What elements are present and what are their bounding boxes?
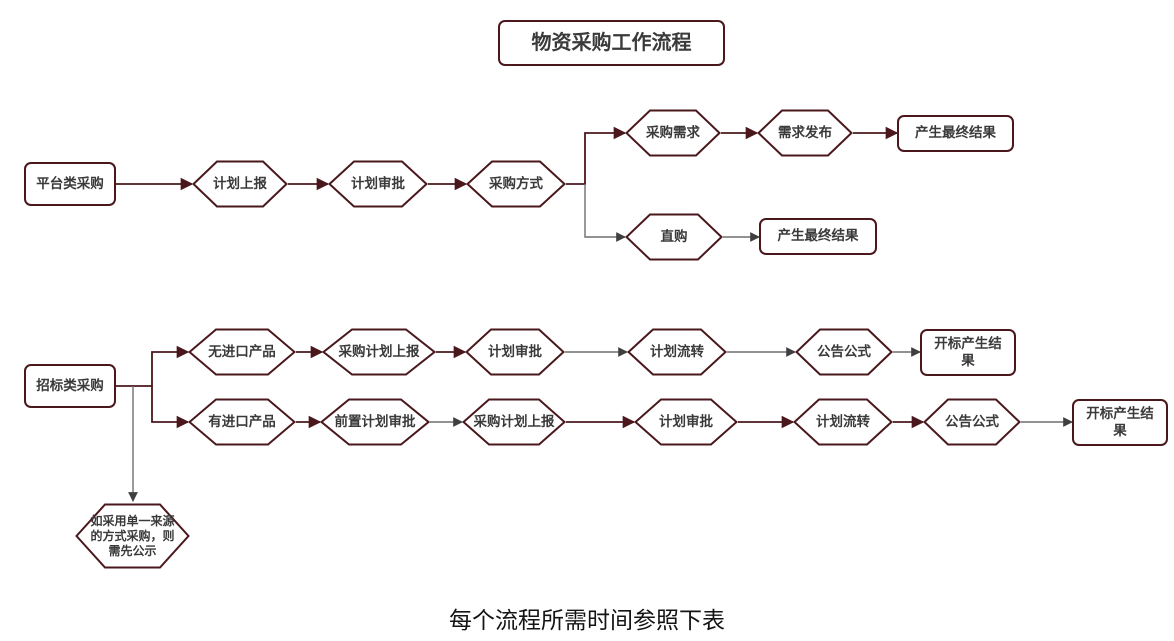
hexagon-shape [192,160,288,208]
node-label: 开标产生结 果 [934,335,1002,368]
node-final2: 产生最终结果 [759,218,877,255]
edge-method-to-demand [566,126,627,185]
node-procplan1: 采购计划上报 [322,328,436,376]
hexagon-shape [75,503,190,569]
node-label: 直购 [660,228,688,244]
node-label: 无进口产品 [208,343,276,359]
hexagon-shape [322,328,436,376]
node-platform: 平台类采购 [24,162,116,206]
node-label: 采购方式 [489,175,543,191]
hexagon-shape [188,398,296,446]
node-plan-approve: 计划审批 [328,160,428,208]
hexagon-shape [634,398,738,446]
node-notice2: 公告公式 [923,398,1021,446]
node-label: 公告公式 [945,413,999,429]
node-flow2: 计划流转 [793,398,893,446]
edge-method-to-direct [584,184,626,242]
node-demand: 采购需求 [625,109,721,157]
node-approve2: 计划审批 [634,398,738,446]
node-label: 如采用单一来源 的方式采购，则 需先公示 [90,513,175,558]
node-label: 公告公式 [817,343,871,359]
node-label: 计划流转 [650,343,704,359]
hexagon-shape [188,328,296,376]
node-label: 有进口产品 [208,413,276,429]
hexagon-shape [923,398,1021,446]
node-method: 采购方式 [466,160,566,208]
node-final1: 产生最终结果 [897,115,1014,152]
node-notice1: 公告公式 [795,328,893,376]
node-plan-report: 计划上报 [192,160,288,208]
node-import: 有进口产品 [188,398,296,446]
node-label: 计划审批 [351,175,405,191]
node-label: 计划流转 [816,413,870,429]
hexagon-shape [627,328,727,376]
caption-text: 每个流程所需时间参照下表 [449,608,725,633]
node-label: 计划审批 [488,343,542,359]
hexagon-shape [328,160,428,208]
node-label: 采购计划上报 [338,343,420,359]
node-label: 开标产生结 果 [1086,405,1154,438]
edge-bid-to-noimport [116,345,190,387]
node-label: 需求发布 [778,124,832,140]
hexagon-shape [625,109,721,157]
node-label: 平台类采购 [36,175,104,191]
node-flow1: 计划流转 [627,328,727,376]
node-bid: 招标类采购 [24,364,116,408]
node-openresult1: 开标产生结 果 [920,329,1016,376]
node-title: 物资采购工作流程 [498,20,725,66]
node-label: 产生最终结果 [777,228,859,244]
node-label: 招标类采购 [36,377,104,393]
hexagon-shape [757,109,853,157]
node-label: 产生最终结果 [915,125,996,141]
hexagon-shape [625,213,723,261]
node-procplan2: 采购计划上报 [462,398,566,446]
hexagon-shape [465,328,565,376]
node-noimport: 无进口产品 [188,328,296,376]
node-single: 如采用单一来源 的方式采购，则 需先公示 [75,503,190,569]
node-label: 采购计划上报 [473,413,555,429]
hexagon-shape [462,398,566,446]
node-direct: 直购 [625,213,723,261]
hexagon-shape [793,398,893,446]
node-label: 前置计划审批 [334,413,416,429]
node-openresult2: 开标产生结 果 [1072,399,1168,446]
hexagon-shape [795,328,893,376]
node-label: 采购需求 [646,124,700,140]
node-preapprove: 前置计划审批 [320,398,430,446]
hexagon-shape [320,398,430,446]
node-approve1: 计划审批 [465,328,565,376]
node-label: 计划审批 [659,413,713,429]
node-publish: 需求发布 [757,109,853,157]
hexagon-shape [466,160,566,208]
node-label: 计划上报 [213,175,267,191]
node-label: 物资采购工作流程 [531,31,692,54]
edge-bid-to-import [151,386,190,429]
